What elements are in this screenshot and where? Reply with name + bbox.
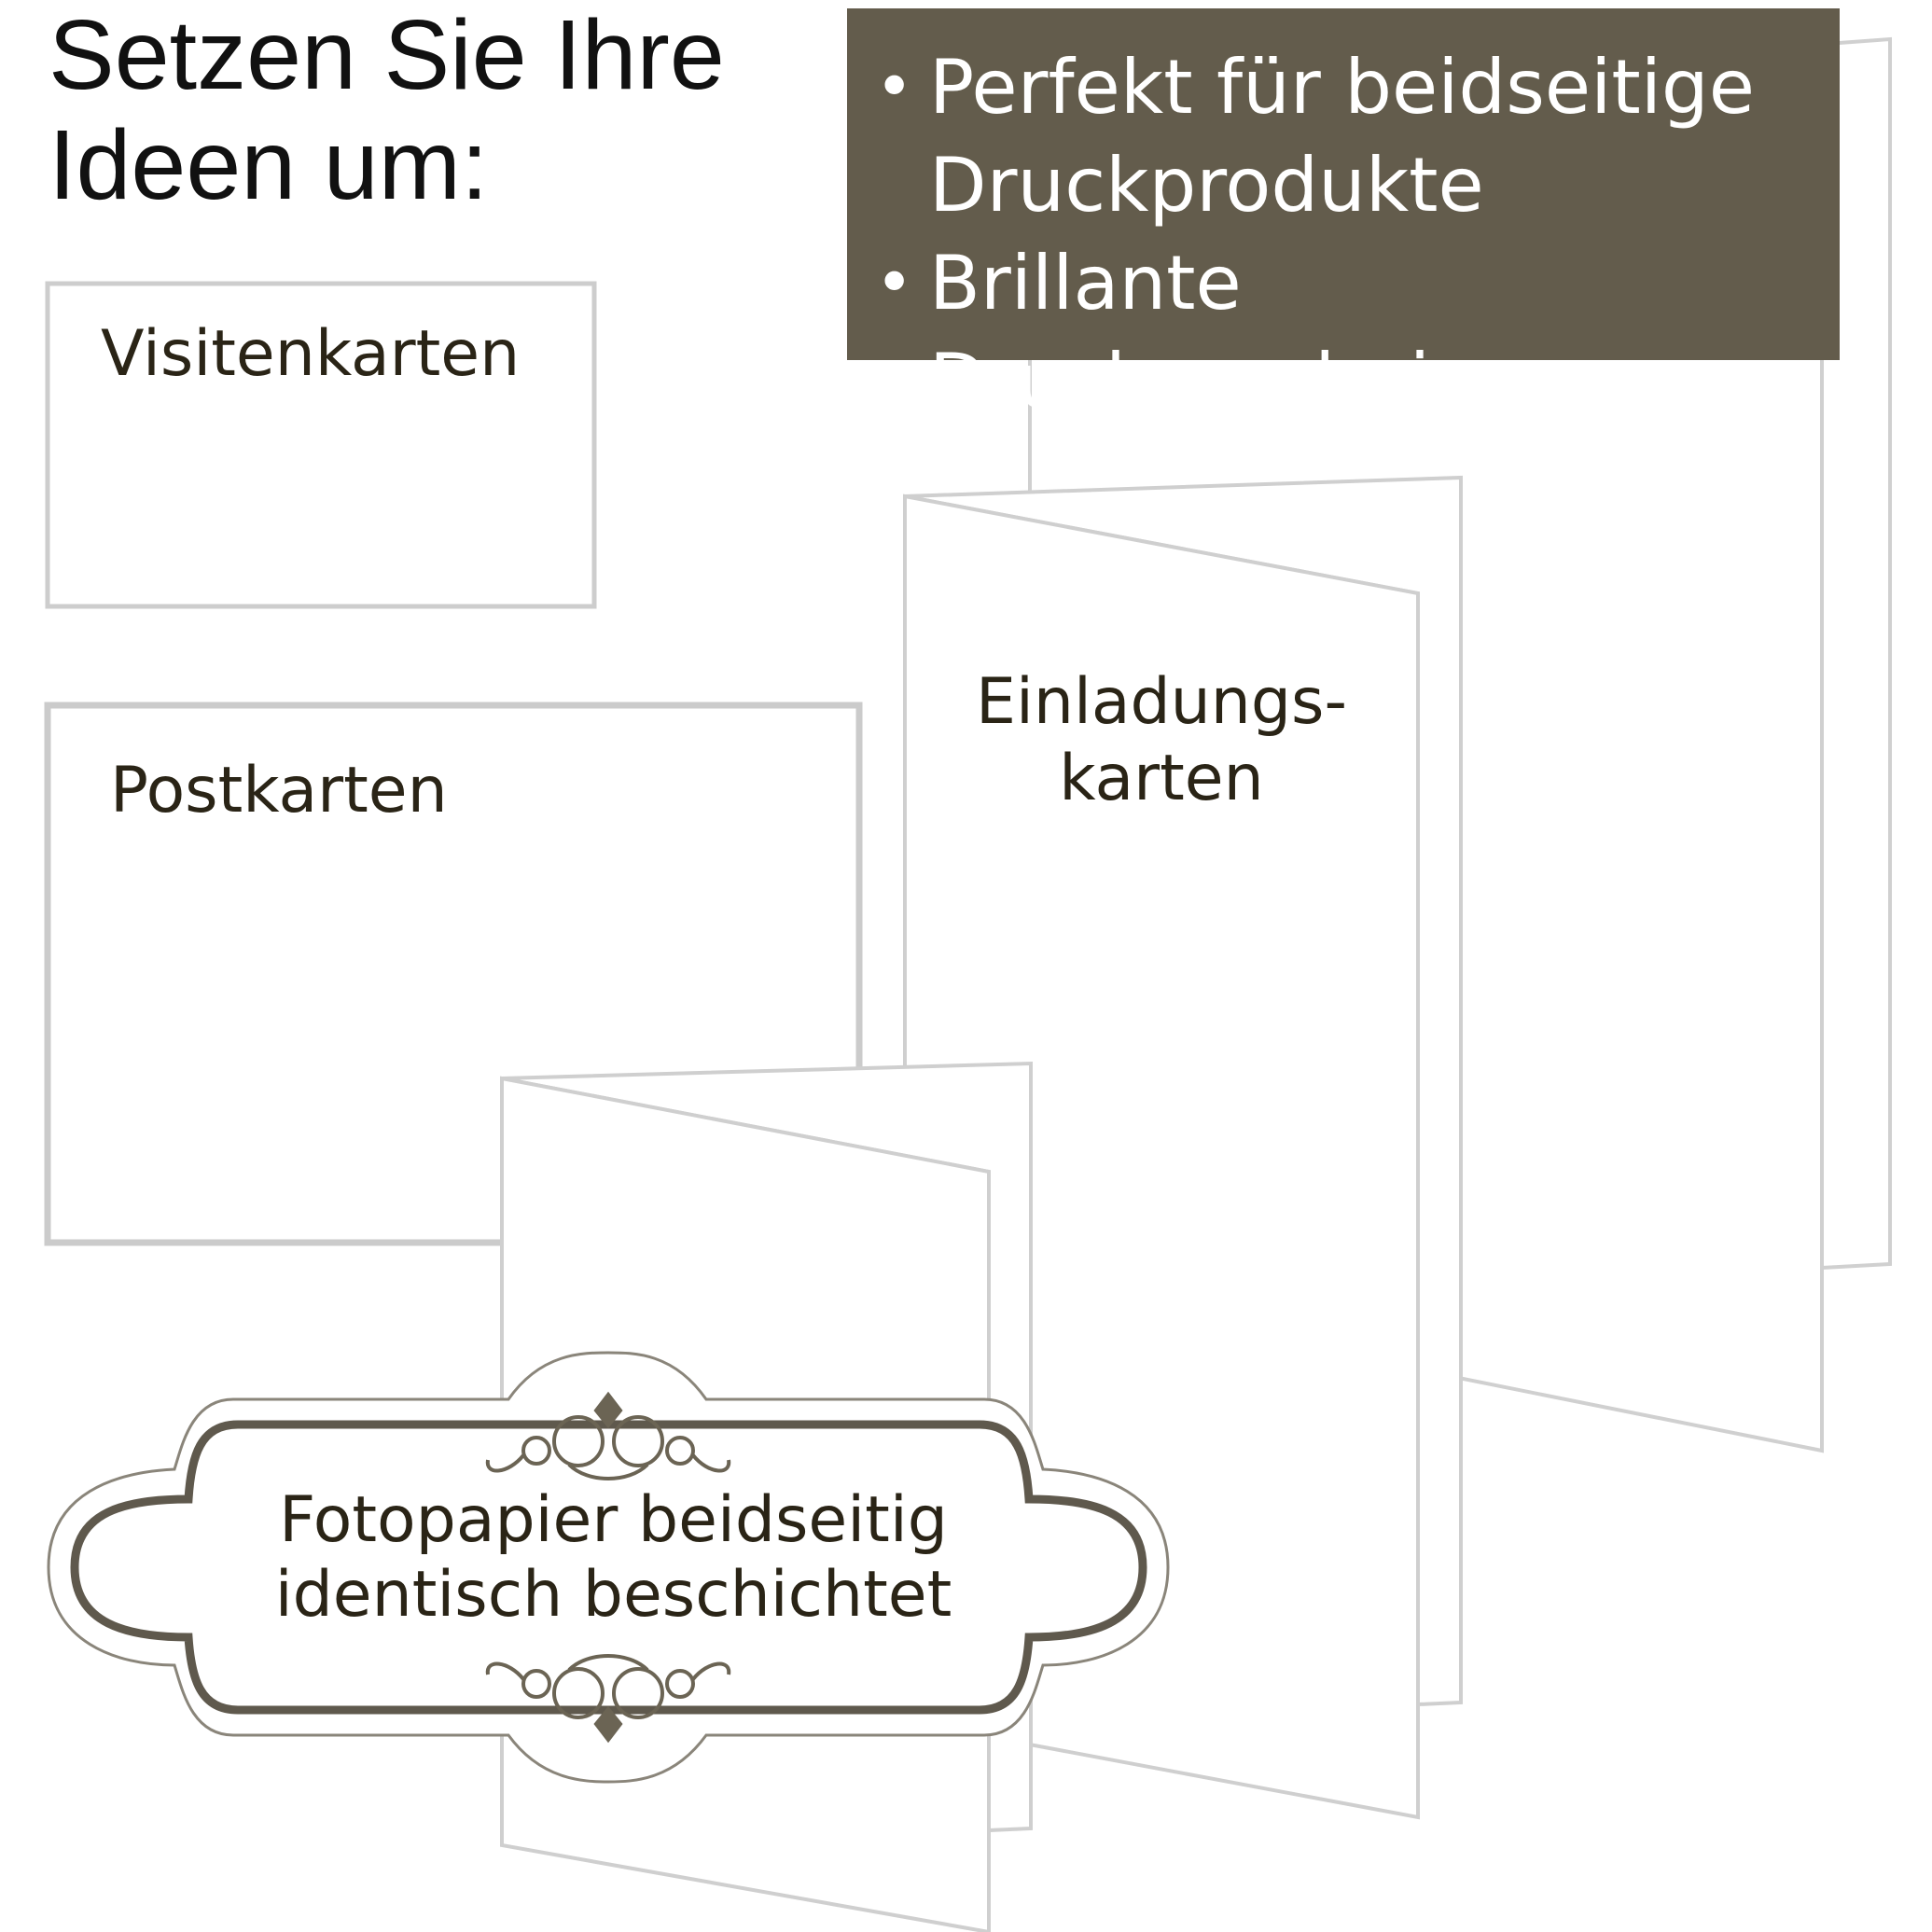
feature-item: • Brillante Druckergebnisse (875, 234, 1840, 430)
ornament-top-swirl-left (552, 1415, 605, 1467)
ornament-top-curl-left (521, 1436, 551, 1466)
badge-frame (47, 1351, 1170, 1784)
ornament-bottom-scroll (567, 1654, 649, 1672)
invitation-card-label: Einladungs- karten (933, 664, 1390, 817)
feature-list: • Perfekt für beidseitige Druckprodukte … (875, 38, 1840, 430)
business-card-label: Visitenkarten (101, 317, 521, 391)
headline: Setzen Sie Ihre Ideen um: (49, 0, 725, 220)
ornament-top-tendril-right (691, 1453, 731, 1473)
feature-item-text: Brillante Druckergebnisse (929, 240, 1554, 424)
ornament-bottom-tendril-left (485, 1661, 525, 1681)
invitation-label-line-1: Einladungs- (975, 665, 1347, 739)
headline-line-1: Setzen Sie Ihre (49, 0, 725, 110)
ornament-bottom-swirl-right (612, 1667, 664, 1719)
ornament-bottom-swirl-left (552, 1667, 605, 1719)
feature-item-text: Perfekt für beidseitige Druckprodukte (929, 44, 1755, 229)
badge-line-1: Fotopapier beidseitig (279, 1483, 948, 1557)
invitation-label-line-2: karten (1059, 742, 1264, 815)
badge-line-2: identisch beschichtet (274, 1558, 952, 1632)
ornament-top-finial (593, 1391, 623, 1429)
ornament-top-curl-right (665, 1436, 695, 1466)
badge-text: Fotopapier beidseitig identisch beschich… (224, 1483, 1003, 1633)
postcard-label: Postkarten (110, 754, 448, 827)
badge-inner-border (70, 1420, 1147, 1715)
ornament-bottom-tendril-right (691, 1661, 731, 1681)
ornament-top-swirl-right (612, 1415, 664, 1467)
bullet-icon: • (875, 49, 914, 125)
bullet-icon: • (875, 244, 914, 321)
headline-line-2: Ideen um: (49, 110, 489, 220)
ornament-bottom (485, 1654, 731, 1744)
business-card-outline (45, 281, 597, 609)
ornament-bottom-curl-left (521, 1669, 551, 1699)
ornament-bottom-curl-right (665, 1669, 695, 1699)
feature-banner: • Perfekt für beidseitige Druckprodukte … (847, 8, 1840, 424)
ornament-top-scroll (567, 1463, 649, 1480)
ornament-top (485, 1391, 731, 1480)
ornament-top-tendril-left (485, 1453, 525, 1473)
feature-item: • Perfekt für beidseitige Druckprodukte (875, 38, 1840, 234)
ornament-bottom-finial (593, 1705, 623, 1744)
